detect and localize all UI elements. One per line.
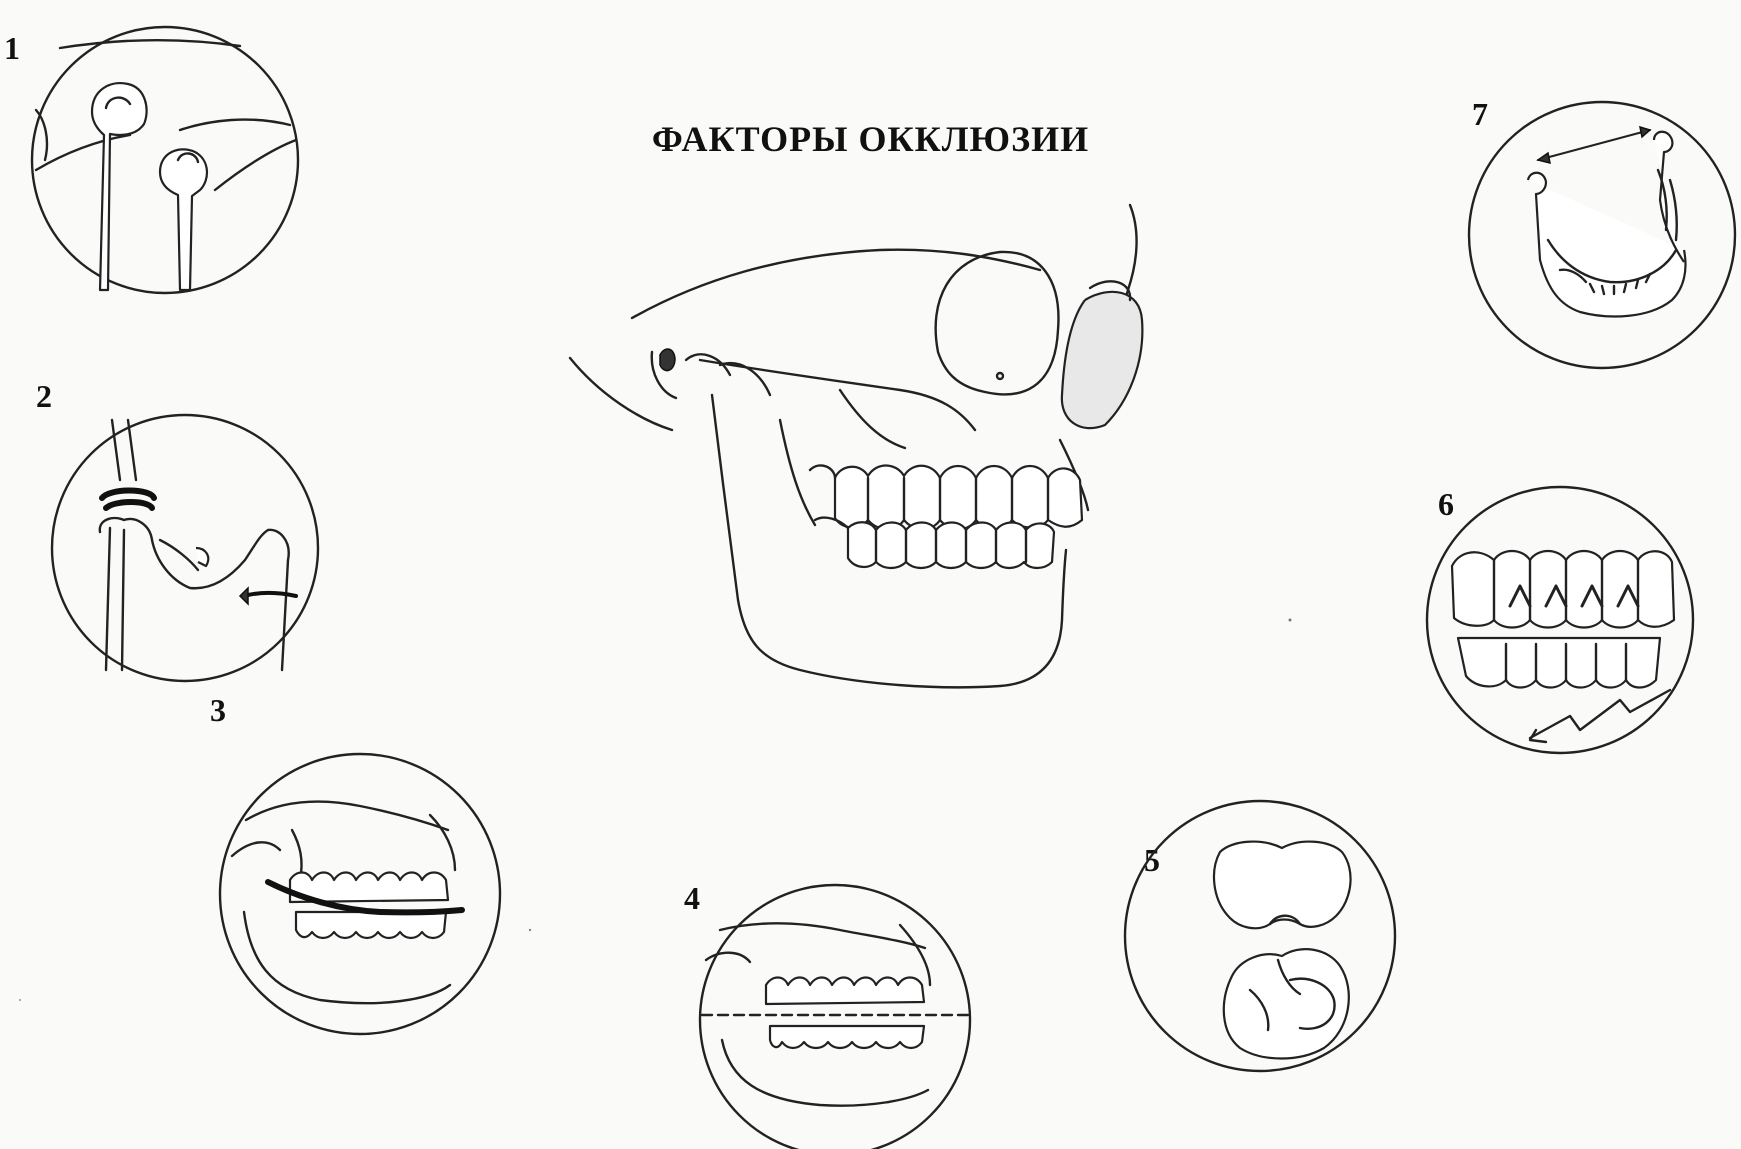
skull-illustration	[570, 205, 1142, 687]
factor-3-illustration	[220, 754, 500, 1034]
factor-5-illustration	[1125, 801, 1395, 1071]
factor-2-illustration	[52, 415, 318, 681]
factor-1-illustration	[32, 27, 298, 293]
factor-7-illustration	[1469, 102, 1735, 368]
factor-6-illustration	[1427, 487, 1693, 753]
factor-4-illustration	[700, 885, 970, 1149]
